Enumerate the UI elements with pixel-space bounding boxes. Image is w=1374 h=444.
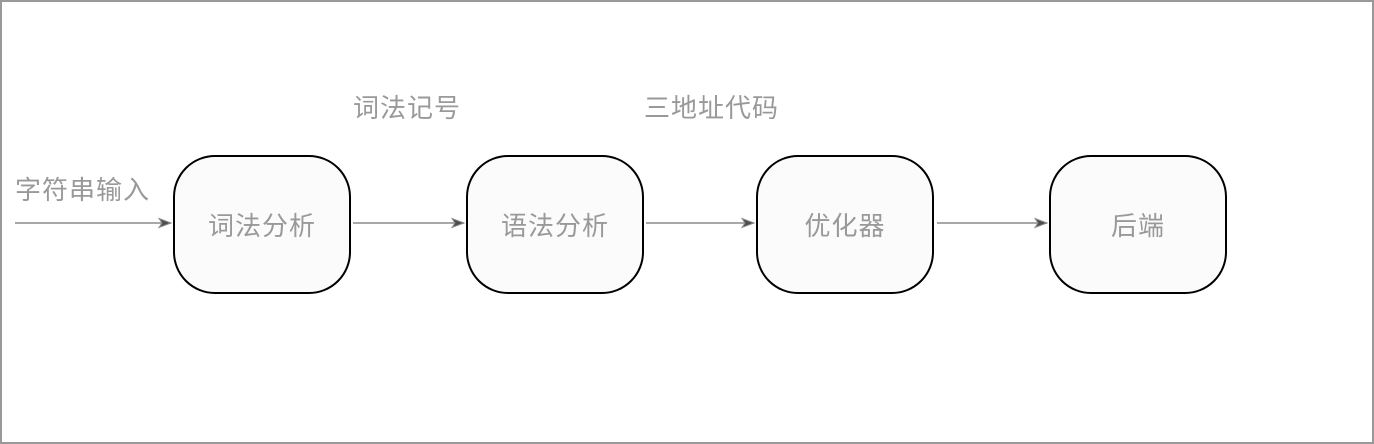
node-syntax-analysis: 语法分析 <box>466 155 644 294</box>
node-label: 词法分析 <box>207 211 316 241</box>
edge-label-three-address-code: 三地址代码 <box>644 93 780 123</box>
node-backend: 后端 <box>1049 155 1227 294</box>
node-label: 语法分析 <box>500 211 609 241</box>
edge-label-lexical-tokens: 词法记号 <box>353 93 462 123</box>
node-label: 后端 <box>1110 211 1165 241</box>
node-lexical-analysis: 词法分析 <box>173 155 351 294</box>
node-optimizer: 优化器 <box>756 155 934 294</box>
node-label: 优化器 <box>804 211 886 241</box>
edge-label-string-input: 字符串输入 <box>15 175 151 205</box>
